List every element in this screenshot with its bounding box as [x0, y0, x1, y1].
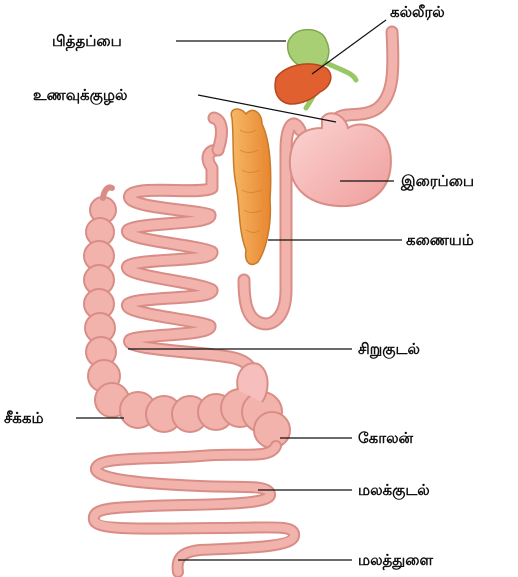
gallbladder-shape: [288, 30, 329, 69]
label-pancreas: கணையம்: [406, 231, 474, 249]
label-rectum: மலக்குடல்: [358, 481, 430, 499]
rectum-shape: [94, 446, 294, 572]
caecum-top-shape: [103, 187, 112, 198]
label-stomach: இரைப்பை: [401, 172, 474, 190]
label-anus: மலத்துளை: [358, 551, 433, 569]
label-small-intestine: சிறுகுடல்: [358, 340, 420, 358]
liver-shape: [275, 64, 331, 104]
label-caecum: சீக்கம்: [4, 409, 44, 427]
label-gallbladder: பித்தப்பை: [52, 32, 122, 50]
label-colon: கோலன்: [358, 429, 413, 447]
label-esophagus: உணவுக்குழல்: [33, 86, 127, 104]
esophagus-shape: [338, 32, 393, 118]
label-liver: கல்லீரல்: [390, 3, 445, 21]
